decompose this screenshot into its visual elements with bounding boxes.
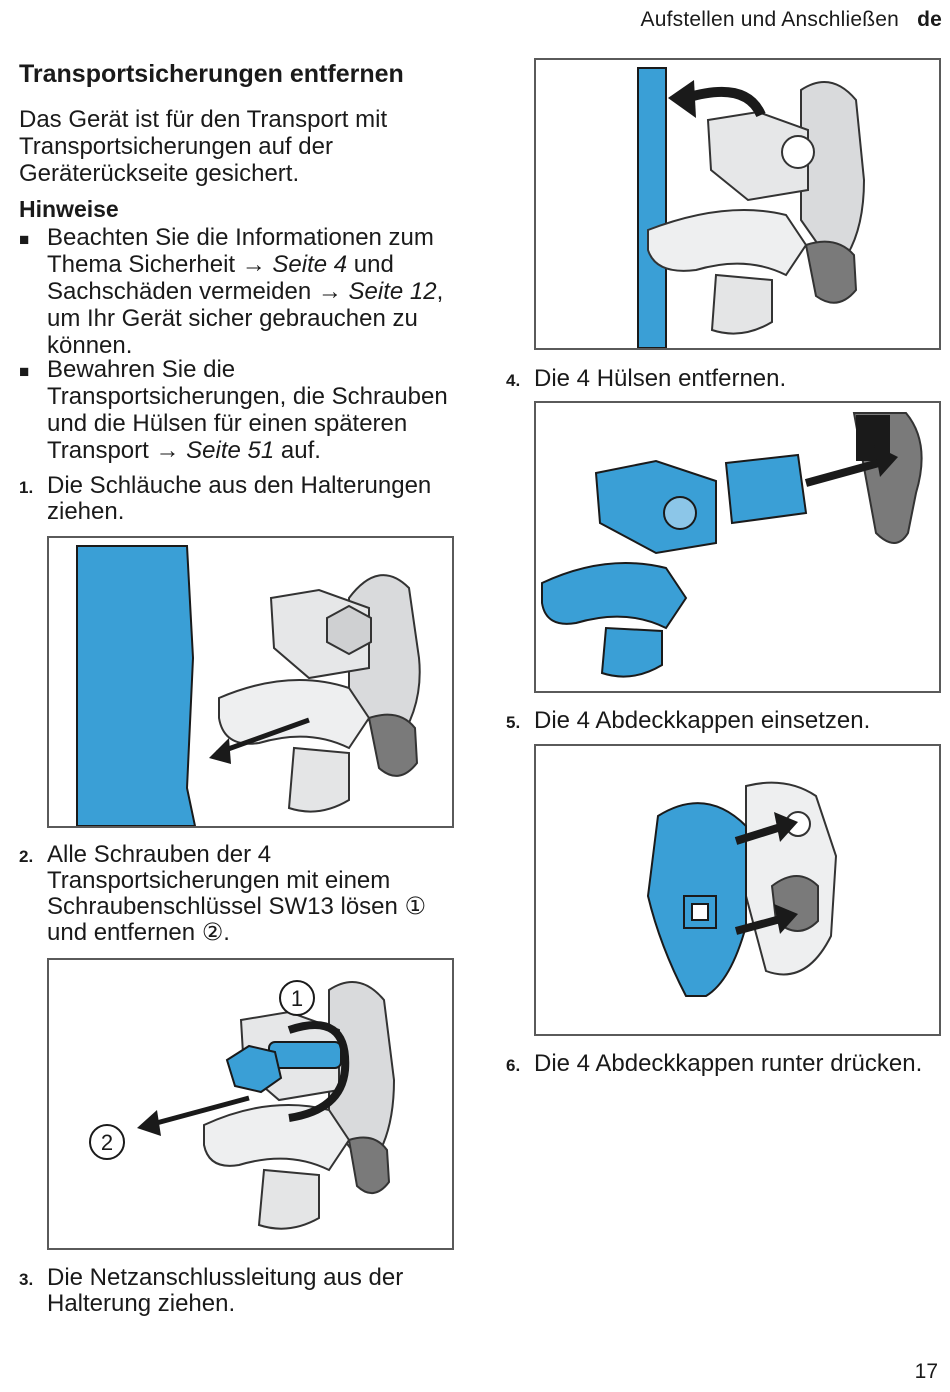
arrow-head-icon: [774, 812, 798, 842]
step-number: 4.: [506, 371, 521, 390]
step-number: 1.: [19, 478, 34, 497]
step-text: Die Schläuche aus den Halterungen ziehen…: [47, 472, 432, 525]
step-text: Die 4 Abdeckkappen einsetzen.: [534, 707, 871, 734]
callout-two: [89, 1124, 125, 1160]
curved-arrow: [684, 86, 766, 118]
callout-one-label: 1: [291, 986, 303, 1011]
bolt-head: [225, 1044, 283, 1094]
note-text: Bewahren Sie die Transportsicherungen, d…: [47, 356, 448, 464]
arrow-head-icon: [874, 445, 898, 477]
bolt-shaft: [268, 1041, 342, 1069]
bolt-head: [326, 604, 372, 656]
page-reference[interactable]: Seite 12: [348, 278, 437, 305]
arrow-line: [216, 717, 310, 756]
arrow-head-icon: [137, 1110, 161, 1136]
step-number: 5.: [506, 713, 521, 732]
page-number: 17: [914, 1360, 938, 1383]
figure-bolt-removal: 1 2: [47, 958, 454, 1250]
arrow-head-icon: [209, 738, 231, 764]
page-title: Transportsicherungen entfernen: [19, 60, 404, 88]
step-number: 6.: [506, 1056, 521, 1075]
note-text: Beachten Sie die Informationen zum Thema…: [47, 224, 444, 359]
rotate-arrow-icon: [287, 1021, 350, 1122]
step-number: 3.: [19, 1270, 34, 1289]
bullet-icon: ■: [19, 362, 30, 381]
mount-hole: [367, 713, 419, 777]
note-item: ■ Bewahren Sie die Transportsicherungen,…: [19, 356, 459, 464]
language-code: de: [917, 8, 942, 31]
arrow-head-icon: [774, 904, 798, 934]
step-text: Die 4 Hülsen entfernen.: [534, 365, 787, 392]
intro-text: Das Gerät ist für den Transport mit Tran…: [19, 106, 388, 187]
figure-hose-holder: [47, 536, 454, 828]
step-text: Alle Schrauben der 4 Transportsicherunge…: [47, 841, 427, 946]
notes-heading: Hinweise: [19, 196, 119, 222]
figure-sleeve-removal: [534, 401, 941, 693]
page-reference[interactable]: Seite 51: [186, 437, 275, 464]
clip-foot: [287, 746, 350, 813]
figure-cable-holder: [534, 58, 941, 350]
power-cable: [637, 67, 667, 348]
bullet-icon: ■: [19, 230, 30, 249]
page-reference[interactable]: Seite 4: [272, 251, 348, 278]
running-header: Aufstellen und Anschließen de: [641, 8, 942, 32]
step-text: Die Netzanschlussleitung aus der Halteru…: [47, 1264, 404, 1317]
note-item: ■ Beachten Sie die Informationen zum The…: [19, 224, 459, 359]
step-number: 2.: [19, 847, 34, 866]
callout-one: [279, 980, 315, 1016]
callout-two-label: 2: [101, 1130, 113, 1155]
sleeve: [724, 453, 808, 525]
clip-ring: [218, 679, 371, 750]
section-name: Aufstellen und Anschließen: [640, 8, 900, 31]
step-text: Die 4 Abdeckkappen runter drücken.: [534, 1050, 923, 1077]
figure-cap-insert: [534, 744, 941, 1036]
arrow-head-icon: [668, 80, 696, 118]
hose-shape: [76, 545, 197, 826]
